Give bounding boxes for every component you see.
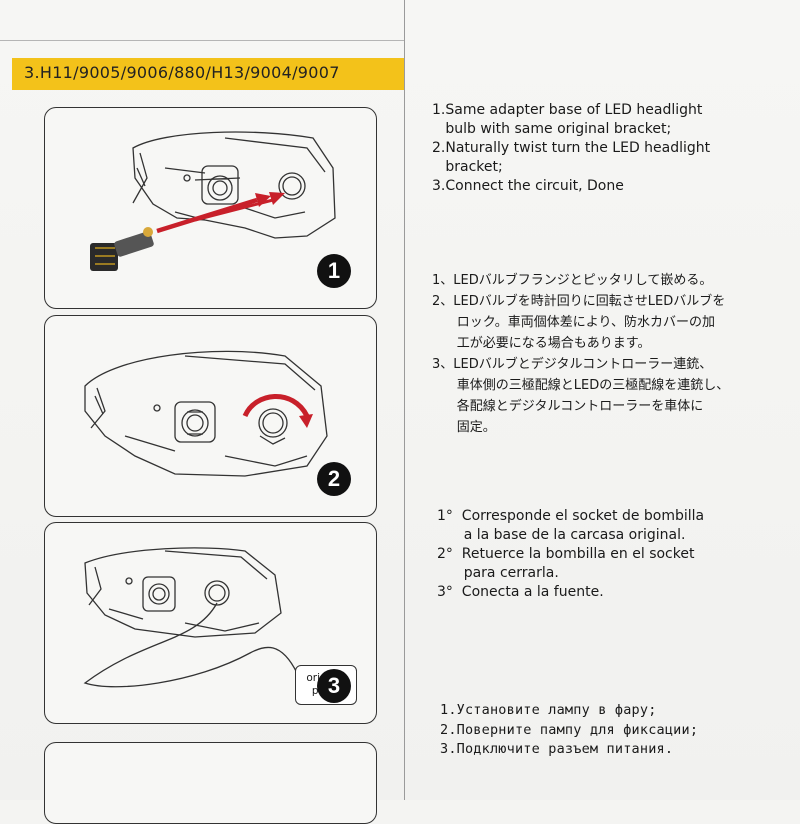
jp-line: ロック。車両個体差により、防水カバーの加 [432, 315, 715, 330]
jp-line: 3、LEDバルブとデジタルコントローラー連銃、 [432, 357, 713, 372]
jp-line: 固定。 [432, 420, 496, 435]
jp-line: 1、LEDバルブフランジとピッタリして嵌める。 [432, 273, 713, 288]
es-line: 2° Retuerce la bombilla en el socket [437, 546, 695, 562]
step-3-badge: 3 [317, 669, 351, 703]
step-2-panel: 2 [44, 315, 377, 517]
top-divider [0, 40, 404, 41]
step-1-badge: 1 [317, 254, 351, 288]
ru-line: 2.Поверните пампу для фиксации; [440, 721, 699, 738]
headlight-illustration-2 [84, 350, 328, 477]
jp-line: 車体側の三極配線とLEDの三極配線を連銃し、 [432, 378, 730, 393]
step-3-panel: original plugs 3 [44, 522, 377, 724]
en-line: 1.Same adapter base of LED headlight [432, 102, 703, 118]
en-line: 3.Connect the circuit, Done [432, 178, 624, 194]
en-line: bulb with same original bracket; [432, 121, 672, 137]
ru-line: 3.Подключите разъем питания. [440, 741, 674, 757]
step-4-panel [44, 742, 377, 824]
jp-line: 工が必要になる場合もあります。 [432, 336, 651, 351]
column-divider [404, 0, 405, 800]
jp-line: 2、LEDバルブを時計回りに回転させLEDバルブを [432, 294, 726, 309]
headlight-illustration-3 [83, 547, 298, 688]
en-line: 2.Naturally twist turn the LED headlight [432, 140, 711, 156]
japanese-instructions: 1、LEDバルブフランジとピッタリして嵌める。 2、LEDバルブを時計回りに回転… [432, 270, 729, 438]
ru-line: 1.Установите лампу в фару; [440, 702, 657, 718]
spanish-instructions: 1° Corresponde el socket de bombilla a l… [437, 507, 704, 602]
en-line: bracket; [432, 159, 503, 175]
step-2-badge: 2 [317, 462, 351, 496]
es-line: a la base de la carcasa original. [437, 527, 686, 543]
english-instructions: 1.Same adapter base of LED headlight bul… [432, 101, 710, 196]
russian-instructions: 1.Установите лампу в фару; 2.Поверните п… [440, 701, 698, 760]
led-bulb [90, 227, 154, 271]
headlight-illustration-1 [90, 131, 336, 271]
section-title: 3.H11/9005/9006/880/H13/9004/9007 [24, 63, 340, 82]
es-line: 1° Corresponde el socket de bombilla [437, 508, 705, 524]
jp-line: 各配線とデジタルコントローラーを車体に [432, 399, 704, 414]
es-line: para cerrarla. [437, 565, 559, 581]
step-1-panel: 1 [44, 107, 377, 309]
es-line: 3° Conecta a la fuente. [437, 584, 604, 600]
section-banner: 3.H11/9005/9006/880/H13/9004/9007 [12, 58, 404, 90]
